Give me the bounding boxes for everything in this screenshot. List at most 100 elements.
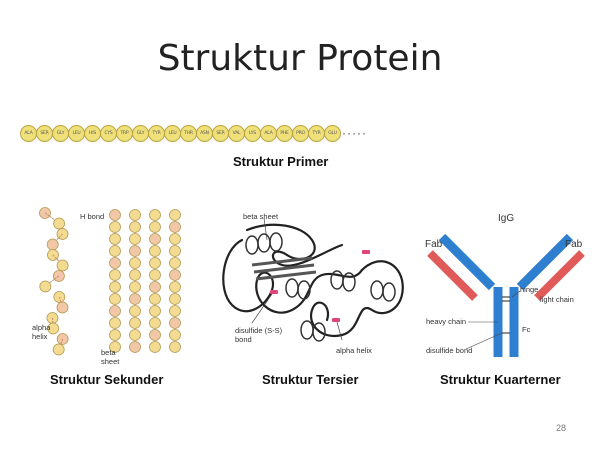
residue-bead: SER (36, 124, 53, 142)
residue-bead: HIS (84, 124, 101, 142)
residue-bead: ALA (20, 124, 37, 142)
sheet-residue (129, 293, 141, 305)
alpha-helix-label: alpha helix (32, 323, 51, 341)
residue-bead: GLY (132, 124, 149, 142)
tertiary-structure-caption: Struktur Tersier (262, 372, 359, 387)
h-bond-line (52, 233, 63, 245)
disulfide-bond-igg-label: disulfide bond (426, 346, 473, 355)
sheet-residue (129, 317, 141, 329)
primary-structure-caption: Struktur Primer (233, 154, 329, 169)
sheet-residue (169, 209, 181, 221)
quaternary-structure-diagram (427, 233, 585, 357)
sheet-residue (169, 329, 181, 341)
sheet-residue (169, 233, 181, 245)
h-bond-line (51, 317, 54, 329)
residue-bead: LYS (244, 124, 261, 142)
sheet-residue (149, 209, 161, 221)
h-bond-label: H bond (80, 212, 105, 221)
sheet-residue (169, 293, 181, 305)
tertiary-structure-diagram (222, 217, 404, 342)
tertiary-alpha-helix-label: alpha helix (336, 346, 372, 355)
sheet-residue (129, 305, 141, 317)
helix-residue (52, 343, 65, 356)
sheet-residue (149, 305, 161, 317)
sheet-residue (109, 329, 121, 341)
residue-bead: LEU (164, 124, 181, 142)
residue-bead: ALA (260, 124, 277, 142)
page-number: 28 (555, 423, 566, 433)
sheet-residue (109, 221, 121, 233)
residue-bead: SER (212, 124, 229, 142)
hinge-label: hinge (520, 285, 539, 294)
chain-ellipsis: ····· (342, 126, 367, 140)
helix-residue (53, 217, 65, 230)
tertiary-beta-sheet-label: beta sheet (243, 212, 279, 221)
sheet-residue (149, 317, 161, 329)
sheet-residue (109, 305, 121, 317)
sheet-residue (129, 341, 141, 353)
sheet-residue (149, 221, 161, 233)
sheet-residue (169, 257, 181, 269)
helix-residue (47, 322, 60, 335)
h-bond-line (58, 296, 63, 308)
secondary-structure-caption: Struktur Sekunder (50, 372, 164, 387)
beta-sheet-label: beta sheet (101, 348, 120, 366)
sheet-residue (169, 221, 181, 233)
sheet-residue (149, 329, 161, 341)
sheet-residue (149, 245, 161, 257)
sheet-residue (149, 269, 161, 281)
sheet-residue (169, 281, 181, 293)
h-bond-line (52, 254, 63, 266)
sheet-residue (109, 269, 121, 281)
sheet-residue (149, 233, 161, 245)
sheet-residue (169, 305, 181, 317)
sheet-residue (129, 257, 141, 269)
sheet-residue (169, 317, 181, 329)
residue-bead: VAL (228, 124, 245, 142)
sheet-residue (169, 341, 181, 353)
fab-right-label: Fab (565, 239, 583, 250)
igg-label: IgG (498, 213, 515, 224)
sheet-residue (129, 221, 141, 233)
fab-left-label: Fab (425, 239, 443, 250)
residue-bead: ASN (196, 124, 213, 142)
heavy-chain-label: heavy chain (426, 317, 467, 326)
sheet-residue (109, 257, 121, 269)
sheet-residue (149, 257, 161, 269)
sheet-residue (129, 281, 141, 293)
residue-bead: GLY (52, 124, 69, 142)
sheet-residue (149, 281, 161, 293)
residue-bead: GLU (324, 124, 341, 142)
sheet-residue (109, 209, 121, 221)
sheet-residue (169, 269, 181, 281)
secondary-structure-diagram (39, 207, 181, 356)
quaternary-structure-caption: Struktur Kuarterner (440, 372, 561, 387)
sheet-residue (109, 245, 121, 257)
residue-bead: THR (180, 124, 197, 142)
sheet-residue (149, 341, 161, 353)
sheet-residue (129, 269, 141, 281)
sheet-residue (129, 209, 141, 221)
sheet-residue (109, 233, 121, 245)
sheet-residue (169, 245, 181, 257)
h-bond-line (58, 338, 64, 350)
sheet-residue (109, 281, 121, 293)
residue-bead: CYS (100, 124, 117, 142)
helix-residue (39, 280, 52, 293)
sheet-residue (109, 293, 121, 305)
slide-title: Struktur Protein (157, 38, 443, 79)
sheet-residue (109, 341, 121, 353)
residue-bead: LEU (68, 124, 85, 142)
residue-bead: TYR (148, 124, 165, 142)
sheet-residue (129, 233, 141, 245)
sheet-residue (109, 317, 121, 329)
residue-bead: TYR (308, 124, 325, 142)
helix-residue (56, 259, 69, 272)
helix-residue (46, 238, 59, 251)
light-chain-label: light chain (540, 295, 574, 304)
residue-bead: TRP (116, 124, 133, 142)
residue-bead: PHE (276, 124, 293, 142)
sheet-residue (129, 245, 141, 257)
disulfide-bond-label: disulfide (S-S) bond (235, 326, 283, 344)
